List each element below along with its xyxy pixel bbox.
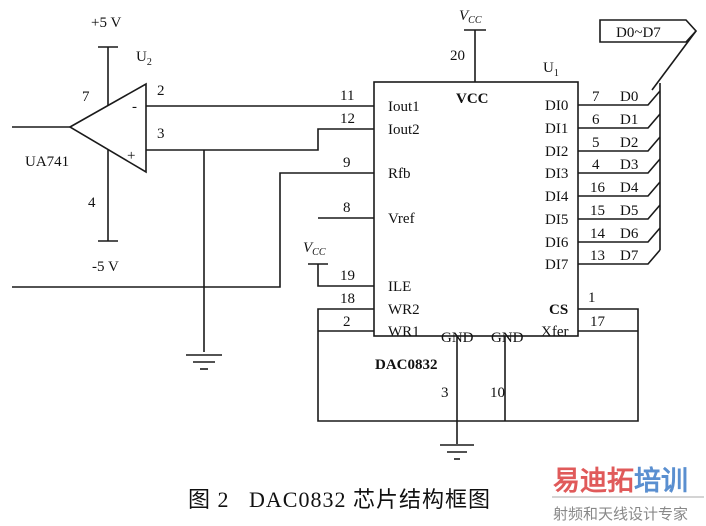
wire-rfb xyxy=(12,172,374,288)
pin-name-di4: DI4 xyxy=(545,189,569,205)
opamp-part: UA741 xyxy=(25,154,69,170)
pin-name-vref: Vref xyxy=(388,211,415,227)
pin-num-11: 11 xyxy=(340,88,354,104)
gnd-pin-num-3: 3 xyxy=(441,385,449,401)
data-line-d6 xyxy=(578,227,661,243)
pin-name-di7: DI7 xyxy=(545,257,569,273)
pin-num-8: 8 xyxy=(343,200,351,216)
net-label-d7: D7 xyxy=(620,248,639,264)
pin-num-7: 7 xyxy=(592,89,600,105)
vneg-label: -5 V xyxy=(92,259,119,275)
net-label-d2: D2 xyxy=(620,135,638,151)
opamp-u2: +5 V -5 V U2 7 4 2 3 - + UA741 xyxy=(12,15,165,275)
watermark-red: 易迪拓 xyxy=(553,466,634,497)
gnd-label-b: GND xyxy=(491,330,524,346)
pin-num-2: 2 xyxy=(343,314,351,330)
ile-vcc-label: VCC xyxy=(303,240,326,258)
pin-num-9: 9 xyxy=(343,155,351,171)
bus-label: D0~D7 xyxy=(616,25,661,41)
pin3-label: 3 xyxy=(157,126,165,142)
pin-name-xfer: Xfer xyxy=(541,324,568,340)
dac-ref: U1 xyxy=(543,60,559,79)
dac-ref-sub: 1 xyxy=(554,68,559,79)
pin-num-4: 4 xyxy=(592,157,600,173)
watermark-line2: 射频和天线设计专家 xyxy=(553,505,688,523)
net-label-d0: D0 xyxy=(620,89,638,105)
inverting-sign: - xyxy=(132,99,137,115)
ground-symbol-left xyxy=(186,354,222,370)
left-wires xyxy=(12,105,374,352)
pin-name-di0: DI0 xyxy=(545,98,568,114)
pin-num-14: 14 xyxy=(590,226,606,242)
pin2-label: 2 xyxy=(157,83,165,99)
wire-ile xyxy=(317,264,374,287)
wire-wr2-cs-loop xyxy=(317,308,639,422)
opamp-ref: U2 xyxy=(136,49,152,68)
pin-name-di6: DI6 xyxy=(545,235,569,251)
pin-num-6: 6 xyxy=(592,112,600,128)
pin-name-di3: DI3 xyxy=(545,166,568,182)
bottom-wires xyxy=(317,308,639,444)
pin-name-wr1: WR1 xyxy=(388,324,420,340)
ile-vcc-sub: CC xyxy=(312,247,326,258)
net-label-d5: D5 xyxy=(620,203,638,219)
pin-num-19: 19 xyxy=(340,268,355,284)
pin-num-16: 16 xyxy=(590,180,606,196)
pin-name-di2: DI2 xyxy=(545,144,568,160)
dac0832-chip: VCC 20 VCC U1 Iout1 Iout2 Rfb Vref ILE W… xyxy=(303,8,606,401)
data-line-d2 xyxy=(578,136,661,152)
noninverting-sign: + xyxy=(127,148,135,164)
vcc-internal: VCC xyxy=(456,91,489,107)
pin-num-18: 18 xyxy=(340,291,355,307)
dac-part: DAC0832 xyxy=(375,357,438,373)
vcc-top-label: VCC xyxy=(459,8,482,26)
pin-name-wr2: WR2 xyxy=(388,302,420,318)
dac-ref-main: U xyxy=(543,60,554,76)
data-lines: 7 D0 6 D1 5 D2 4 D3 16 D4 15 D5 14 D6 13 D7 xyxy=(578,89,661,265)
pin-num-1: 1 xyxy=(588,290,596,306)
net-label-d1: D1 xyxy=(620,112,638,128)
pin-num-17: 17 xyxy=(590,314,606,330)
net-label-d3: D3 xyxy=(620,157,638,173)
bus-connector: D0~D7 xyxy=(599,19,698,250)
data-line-d1 xyxy=(578,113,661,129)
net-label-d4: D4 xyxy=(620,180,639,196)
pin-name-ile: ILE xyxy=(388,279,411,295)
figure-caption: 图 2 DAC0832 芯片结构框图 xyxy=(188,487,491,512)
pin-name-iout1: Iout1 xyxy=(388,99,420,115)
wire-iout2 xyxy=(146,128,374,151)
pin-num-15: 15 xyxy=(590,203,605,219)
pin-name-di1: DI1 xyxy=(545,121,568,137)
vcc-top-main: V xyxy=(459,8,470,24)
ground-symbol-bottom xyxy=(440,444,474,460)
ile-vcc-main: V xyxy=(303,240,314,256)
watermark-blue: 培训 xyxy=(634,466,688,497)
pin-num-12: 12 xyxy=(340,111,355,127)
data-line-d7 xyxy=(578,249,661,265)
data-line-d4 xyxy=(578,181,661,197)
pin4-label: 4 xyxy=(88,195,96,211)
vpos-label: +5 V xyxy=(91,15,121,31)
net-label-d6: D6 xyxy=(620,226,639,242)
data-line-d0 xyxy=(578,90,661,106)
data-line-d5 xyxy=(578,204,661,220)
pin-name-cs: CS xyxy=(549,302,568,318)
pin7-label: 7 xyxy=(82,89,90,105)
pin-name-iout2: Iout2 xyxy=(388,122,420,138)
vcc-pin-num: 20 xyxy=(450,48,465,64)
opamp-ref-main: U xyxy=(136,49,147,65)
pin-num-13: 13 xyxy=(590,248,605,264)
pin-name-rfb: Rfb xyxy=(388,166,411,182)
dac-body xyxy=(373,81,579,337)
pin-name-di5: DI5 xyxy=(545,212,568,228)
opamp-ref-sub: 2 xyxy=(147,57,152,68)
watermark-line1: 易迪拓培训 xyxy=(553,466,688,497)
watermark: 易迪拓培训 射频和天线设计专家 xyxy=(552,466,704,523)
data-line-d3 xyxy=(578,158,661,174)
pin-num-5: 5 xyxy=(592,135,600,151)
bus-diagonal xyxy=(651,30,697,91)
gnd-pin-num-10: 10 xyxy=(490,385,505,401)
vcc-top-sub: CC xyxy=(468,15,482,26)
